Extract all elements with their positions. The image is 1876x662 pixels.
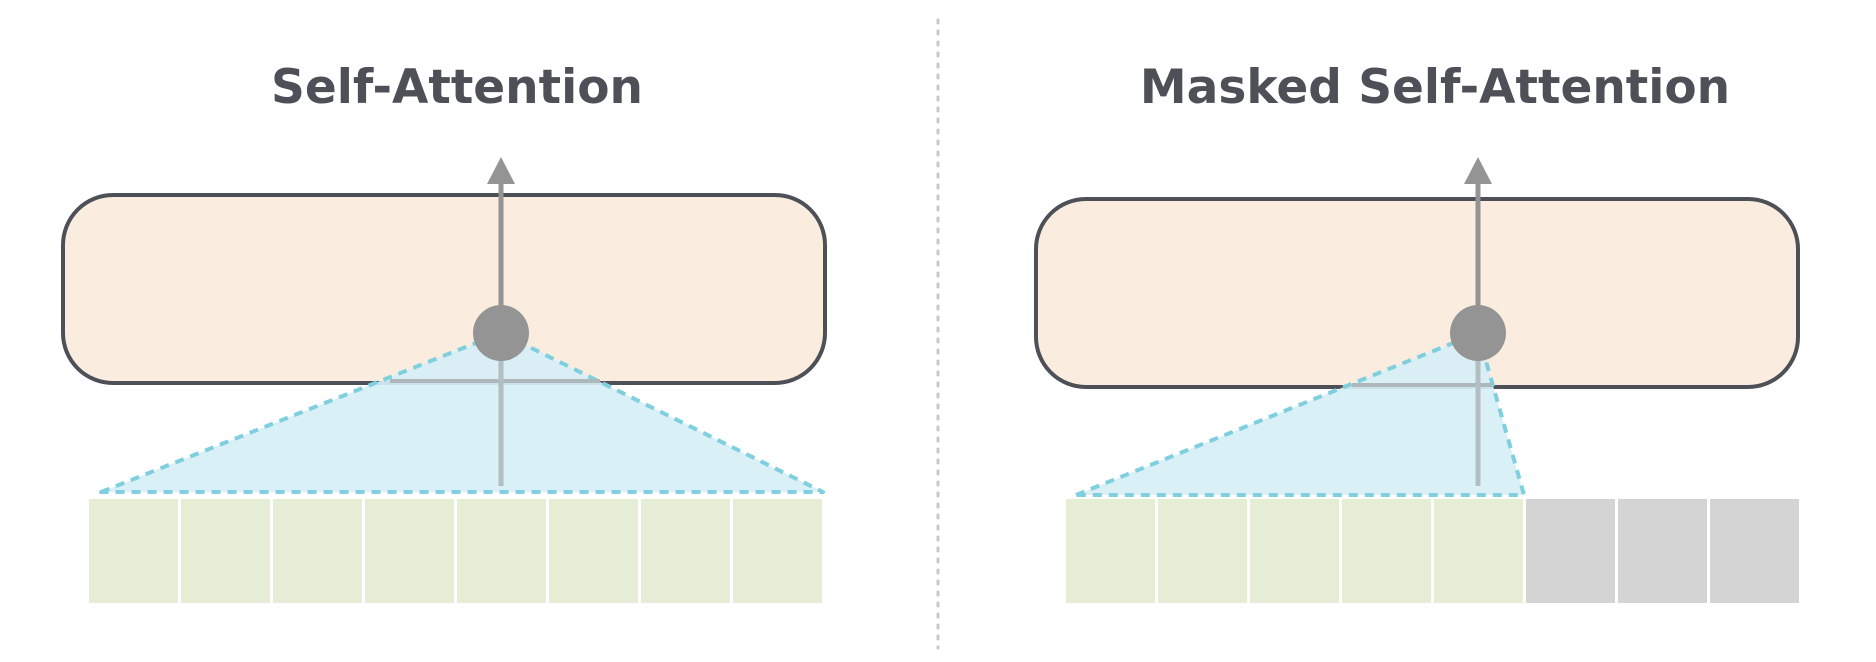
token-cell [1434,499,1523,603]
token-cell [89,499,178,603]
attention-span [99,331,825,494]
token-cell [1342,499,1431,603]
token-cell [733,499,822,603]
panel-title-self-attention: Self-Attention [271,60,643,115]
masked-token-cell [1710,499,1799,603]
masked-token-cell [1618,499,1707,603]
token-cell [365,499,454,603]
token-cell [641,499,730,603]
left-tokens [89,499,822,603]
masked-self-attention-panel: Masked Self-Attention [1034,60,1800,603]
self-attention-panel: Self-Attention [61,60,827,603]
token-cell [457,499,546,603]
token-cell [1066,499,1155,603]
token-cell [1250,499,1339,603]
masked-attention-span [1074,331,1526,497]
right-tokens [1066,499,1799,603]
token-cell [1158,499,1247,603]
panel-title-masked-self-attention: Masked Self-Attention [1140,60,1730,115]
token-cell [273,499,362,603]
token-cell [549,499,638,603]
token-cell [181,499,270,603]
masked-token-cell [1526,499,1615,603]
up-arrow-icon [1464,157,1492,184]
attention-node [1450,305,1506,361]
up-arrow-icon [487,157,515,184]
attention-node [473,305,529,361]
